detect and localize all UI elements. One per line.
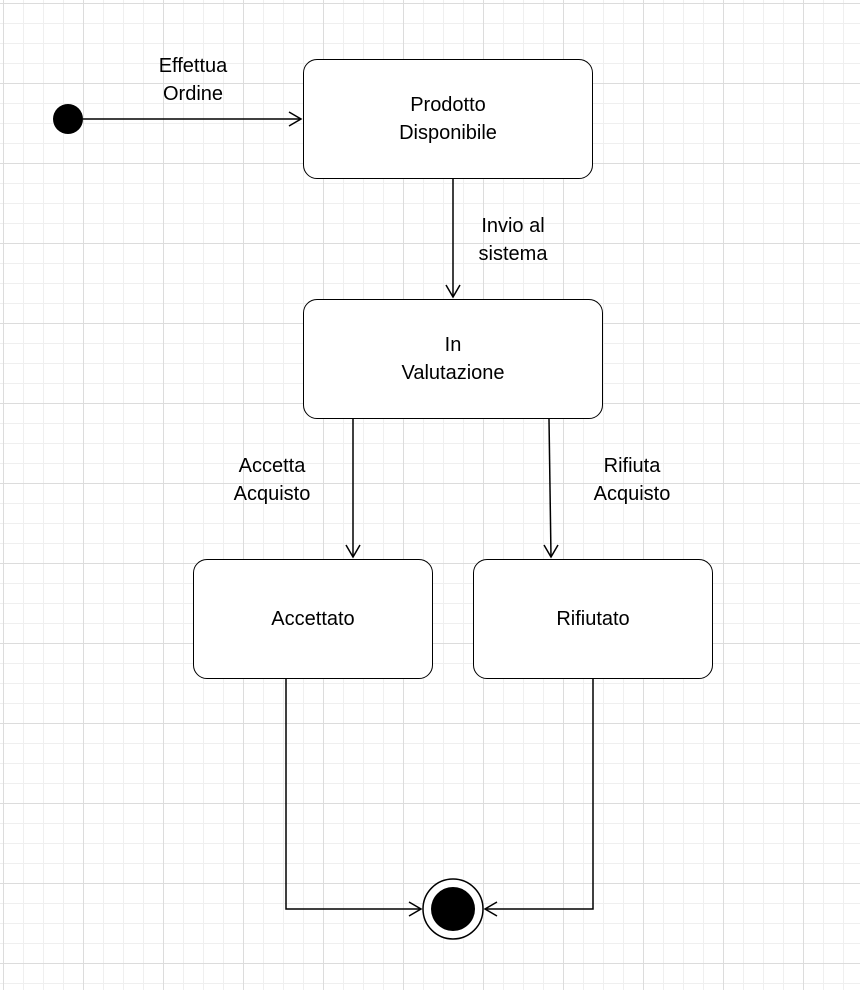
arrow-invio-al-sistema (445, 179, 461, 299)
state-prodotto-disponibile[interactable]: Prodotto Disponibile (303, 59, 593, 179)
initial-state-node (53, 104, 83, 134)
label-effettua-ordine: Effettua Ordine (158, 55, 228, 105)
arrow-accetta-acquisto (345, 419, 361, 559)
label-rifiuta-acquisto: Rifiuta Acquisto (593, 455, 671, 505)
state-in-valutazione[interactable]: In Valutazione (303, 299, 603, 419)
state-accettato[interactable]: Accettato (193, 559, 433, 679)
arrow-rifiuta-acquisto (543, 418, 559, 559)
final-state-node (422, 878, 484, 940)
label-invio-al-sistema: Invio al sistema (478, 215, 548, 265)
arrow-rifiutato-to-final (483, 679, 594, 917)
state-rifiutato[interactable]: Rifiutato (473, 559, 713, 679)
arrow-accettato-to-final (285, 679, 423, 917)
arrow-effettua-ordine (83, 111, 303, 127)
label-accetta-acquisto: Accetta Acquisto (233, 455, 311, 505)
